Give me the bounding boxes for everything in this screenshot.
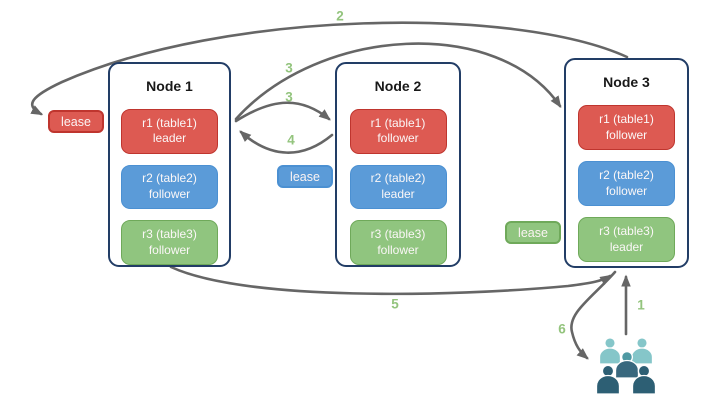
step-label-1: 1: [637, 297, 645, 313]
node-3-title: Node 3: [603, 74, 650, 90]
step-label-6: 6: [558, 321, 566, 337]
arrow-step-6-node3-to-users: [570, 270, 617, 360]
node-3: Node 3 r1 (table1) follower r2 (table2) …: [564, 58, 689, 268]
step-label-3-upper: 3: [285, 60, 293, 76]
replica-role: leader: [152, 131, 187, 146]
node-3-replica-r3: r3 (table3) leader: [578, 217, 675, 262]
replica-name: r1 (table1): [142, 115, 197, 130]
node-1-replica-r1: r1 (table1) leader: [121, 108, 218, 154]
replica-role: follower: [605, 183, 648, 198]
person-icon: [614, 359, 640, 379]
person-icon: [630, 337, 654, 365]
replica-name: r1 (table1): [599, 111, 654, 126]
node-1: Node 1 r1 (table1) leader r2 (table2) fo…: [108, 62, 231, 267]
replica-name: r3 (table3): [370, 227, 426, 242]
person-icon: [595, 364, 621, 395]
replica-name: r2 (table2): [370, 171, 426, 186]
node-3-replica-r2: r2 (table2) follower: [578, 161, 675, 206]
arrow-step-3-node1-to-node3: [234, 42, 562, 121]
node-1-replica-r2: r2 (table2) follower: [121, 164, 218, 210]
replica-name: r2 (table2): [599, 167, 654, 182]
replica-role: follower: [148, 186, 191, 201]
arrow-step-5-node1-to-node3: [169, 265, 613, 296]
node-2-title: Node 2: [374, 77, 422, 94]
person-icon: [598, 337, 622, 365]
arrow-step-3-node1-to-node2: [234, 101, 331, 123]
step-label-5: 5: [391, 296, 399, 312]
replica-role: follower: [148, 242, 191, 257]
person-icon: [631, 364, 657, 395]
replica-role: follower: [377, 242, 419, 257]
replica-name: r3 (table3): [599, 223, 654, 238]
node-1-replica-r3: r3 (table3) follower: [121, 220, 218, 265]
replica-name: r2 (table2): [142, 171, 197, 186]
replica-role: leader: [381, 186, 415, 201]
arrow-step-4-node2-to-node1: [239, 130, 334, 154]
lease-badge-r1: lease: [48, 110, 104, 133]
node-2-replica-r2: r2 (table2) leader: [349, 164, 447, 210]
replica-role: follower: [377, 131, 419, 146]
users-icon: [595, 337, 657, 395]
arrow-step-2-node3-to-lease1: [30, 21, 629, 116]
step-label-3-lower: 3: [285, 89, 293, 105]
replica-name: r1 (table1): [370, 115, 426, 130]
step-label-4: 4: [287, 132, 295, 148]
node-2-replica-r1: r1 (table1) follower: [349, 108, 447, 154]
step-label-2: 2: [336, 8, 344, 24]
replica-role: follower: [605, 127, 648, 142]
lease-badge-r2: lease: [277, 165, 333, 188]
node-3-replica-r1: r1 (table1) follower: [578, 105, 675, 150]
replica-name: r3 (table3): [142, 227, 197, 242]
node-2: Node 2 r1 (table1) follower r2 (table2) …: [335, 62, 461, 267]
lease-badge-r3: lease: [505, 221, 561, 244]
node-1-title: Node 1: [146, 77, 193, 94]
replica-role: leader: [609, 239, 644, 254]
node-2-replica-r3: r3 (table3) follower: [349, 220, 447, 265]
